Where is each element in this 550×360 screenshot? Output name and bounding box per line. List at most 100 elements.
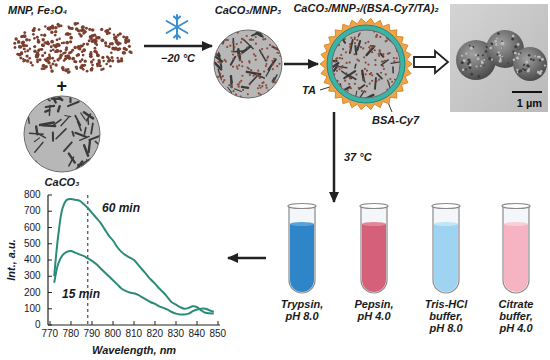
composite-core — [261, 48, 263, 50]
nanoparticle-dots — [114, 48, 116, 50]
coated-core — [354, 42, 356, 44]
nanoparticle-dots — [104, 29, 108, 33]
nanoparticle-dots — [54, 26, 58, 30]
coated-core — [391, 61, 404, 63]
composite-core — [229, 45, 231, 47]
composite-core — [242, 89, 244, 91]
coated-core — [360, 91, 364, 97]
composite-core — [266, 47, 268, 49]
coated-core — [366, 85, 368, 87]
test-tube-glass — [502, 204, 530, 209]
sem-texture — [470, 47, 473, 50]
composite-particle: CaCO₃/MNP₃ — [214, 30, 282, 98]
axis-title: Int., a.u. — [5, 239, 17, 281]
composite-core — [220, 62, 222, 64]
nanoparticle-dots — [86, 70, 89, 73]
composite-core — [228, 84, 230, 86]
nanoparticle-dots — [128, 50, 131, 53]
sem-texture — [519, 69, 522, 72]
axis-ticks — [48, 260, 52, 261]
sem-texture — [463, 59, 466, 62]
coated-core — [367, 41, 369, 43]
composite-core — [275, 47, 277, 49]
axis-ticks — [48, 227, 52, 228]
calcium-carbonate-disk — [90, 98, 101, 102]
coated-core — [335, 58, 337, 60]
sem-texture — [537, 56, 539, 58]
axis-ticks — [48, 276, 52, 277]
coated-core — [382, 53, 384, 55]
tick-label: 770 — [42, 329, 59, 339]
reference-dashed-line — [87, 195, 88, 325]
sem-texture — [488, 57, 491, 60]
nanoparticle-dots — [109, 42, 112, 45]
particle-label: CaCO₃ — [45, 176, 80, 188]
layer-label: BSA-Cy7 — [372, 114, 419, 126]
coated-core — [367, 63, 369, 65]
coated-core — [369, 82, 371, 84]
nanoparticle-dots — [117, 34, 120, 37]
composite-core — [250, 39, 252, 41]
composite-core — [246, 46, 248, 48]
composite-core — [238, 86, 240, 88]
tube-liquid — [290, 222, 314, 226]
composite-core — [236, 65, 238, 67]
nanoparticle-dots — [122, 36, 125, 39]
coated-core — [378, 53, 380, 55]
coated-core — [371, 74, 373, 76]
coated-core — [391, 81, 393, 83]
composite-core — [231, 86, 233, 88]
sem-micrograph — [512, 91, 542, 93]
coated-core — [358, 33, 360, 35]
composite-core — [248, 68, 250, 70]
coated-core — [345, 51, 347, 53]
test-tube-glass — [360, 204, 388, 209]
nanoparticle-dots — [100, 38, 104, 42]
nanoparticle-dots — [14, 37, 17, 40]
composite-core — [246, 35, 248, 37]
tube-liquid — [504, 222, 528, 226]
tube-liquid — [290, 222, 528, 292]
sem-texture — [470, 73, 473, 76]
nanoparticle-dots — [33, 50, 36, 53]
composite-core — [231, 50, 233, 52]
composite-core — [232, 39, 234, 51]
nanoparticle-dots — [83, 49, 86, 52]
composite-core — [249, 74, 251, 76]
calcium-carbonate-disk — [91, 124, 93, 134]
calcium-carbonate-disk — [92, 166, 94, 170]
tube-liquid — [434, 224, 458, 292]
tick-label: 300 — [24, 271, 41, 281]
sem-texture — [513, 59, 515, 61]
nanoparticle-dots — [65, 41, 69, 45]
calcium-carbonate-disk — [52, 97, 60, 100]
sem-texture — [532, 59, 534, 61]
spectrum-curve — [54, 251, 214, 315]
composite-core — [255, 74, 264, 78]
composite-core — [212, 30, 285, 98]
calcium-carbonate-disk — [89, 140, 90, 152]
curve-label: 15 min — [62, 288, 100, 301]
calcium-carbonate-disk — [69, 98, 71, 102]
calcium-carbonate-disk — [83, 157, 94, 163]
calcium-carbonate-disk — [68, 102, 79, 106]
coated-core — [381, 60, 388, 65]
composite-core — [231, 84, 233, 86]
nanoparticle-dots — [67, 26, 69, 28]
nanoparticle-dots — [50, 31, 53, 34]
coated-core — [358, 33, 360, 37]
coated-core — [339, 57, 341, 59]
sem-texture — [522, 68, 524, 70]
nanoparticle-dots — [73, 60, 76, 63]
nanoparticle-dots — [26, 59, 30, 63]
coated-core — [396, 57, 398, 59]
nanoparticle-dots — [14, 46, 17, 49]
composite-core — [213, 31, 217, 32]
nanoparticle-dots — [106, 31, 109, 34]
sem-texture — [530, 58, 532, 60]
nanoparticle-dots — [67, 68, 70, 71]
nanoparticle-dots — [23, 31, 26, 34]
sem-texture — [537, 71, 540, 74]
nanoparticle-dots — [22, 58, 24, 60]
sem-texture — [462, 69, 464, 71]
